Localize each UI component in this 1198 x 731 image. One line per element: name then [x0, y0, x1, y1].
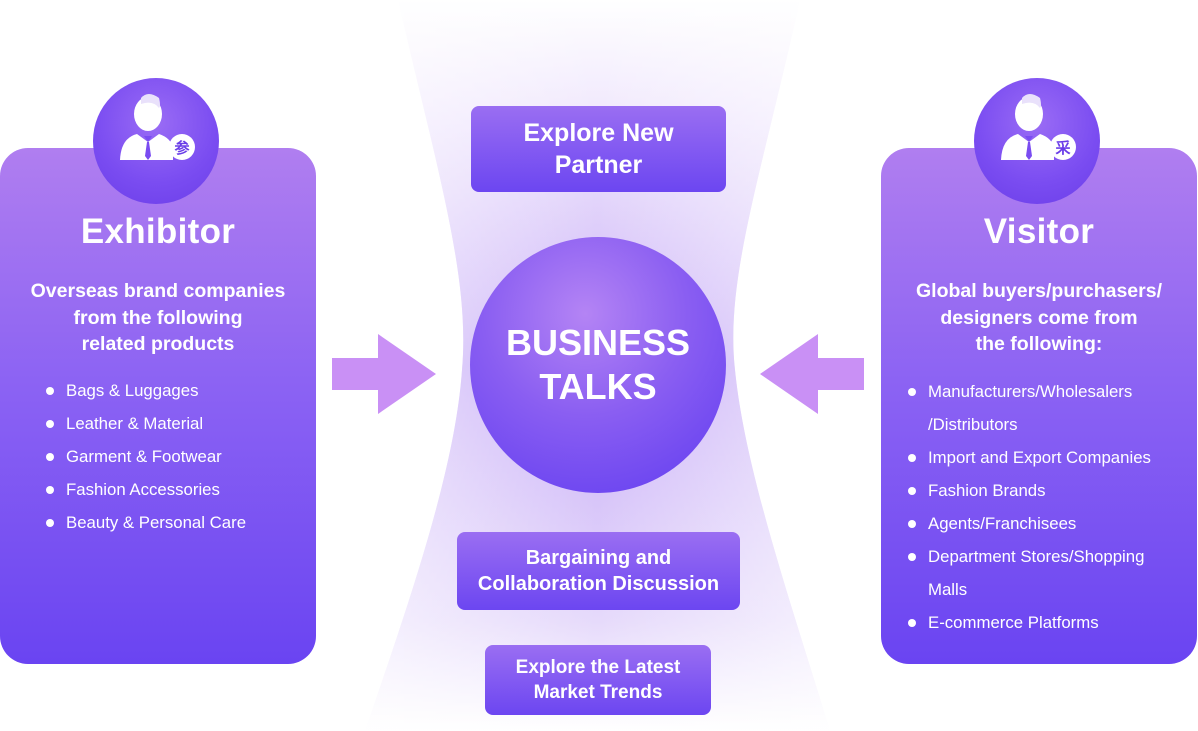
circle-line: TALKS [539, 366, 657, 407]
exhibitor-avatar: 参 [93, 78, 219, 204]
list-item: Garment & Footwear [46, 440, 246, 473]
pill-line: Collaboration Discussion [477, 573, 720, 595]
list-item: Agents/Franchisees [908, 507, 1151, 540]
pill-line: Explore the Latest [515, 657, 681, 678]
list-item: Bags & Luggages [46, 374, 246, 407]
pill-line: Bargaining and [525, 547, 672, 569]
visitor-card: Visitor Global buyers/purchasers/ design… [881, 148, 1197, 664]
list-item: Department Stores/Shopping [908, 540, 1151, 573]
list-item: Fashion Brands [908, 474, 1151, 507]
list-item-continuation: /Distributors [928, 415, 1018, 434]
pill-line: Market Trends [533, 682, 663, 703]
pill-line: Explore New [523, 119, 674, 147]
exhibitor-product-list: Bags & Luggages Leather & Material Garme… [46, 374, 246, 539]
visitor-subtitle-line: the following: [975, 333, 1103, 355]
list-item: Beauty & Personal Care [46, 506, 246, 539]
list-item: Manufacturers/Wholesalers [908, 375, 1151, 408]
exhibitor-subtitle-line: from the following [73, 306, 243, 329]
person-icon [120, 94, 173, 160]
visitor-title: Visitor [983, 212, 1095, 251]
visitor-subtitle-line: Global buyers/purchasers/ [915, 280, 1162, 302]
arrow-right-icon [332, 334, 436, 414]
market-trends-box: Explore the Latest Market Trends [485, 645, 711, 715]
person-icon [1001, 94, 1054, 160]
list-item: Fashion Accessories [46, 473, 246, 506]
exhibitor-subtitle-line: Overseas brand companies [30, 280, 286, 302]
list-item: Import and Export Companies [908, 441, 1151, 474]
list-item: Leather & Material [46, 407, 246, 440]
pill-line: Partner [554, 151, 643, 179]
exhibitor-badge: 参 [169, 134, 195, 160]
visitor-badge: 采 [1050, 134, 1076, 160]
business-talks-circle: BUSINESS TALKS [470, 237, 726, 493]
visitor-avatar: 采 [974, 78, 1100, 204]
exhibitor-card: Exhibitor Overseas brand companies from … [0, 148, 316, 664]
arrow-left-icon [760, 334, 864, 414]
visitor-subtitle: Global buyers/purchasers/ designers come… [881, 278, 1197, 358]
visitor-subtitle-line: designers come from [940, 306, 1138, 329]
bargaining-discussion-box: Bargaining and Collaboration Discussion [457, 532, 740, 610]
list-item-continuation: Malls [928, 580, 968, 599]
exhibitor-subtitle-line: related products [81, 333, 235, 355]
circle-line: BUSINESS [505, 322, 691, 363]
list-item: E-commerce Platforms [908, 606, 1151, 639]
explore-new-partner-box: Explore New Partner [471, 106, 726, 192]
exhibitor-title: Exhibitor [80, 212, 236, 251]
exhibitor-subtitle: Overseas brand companies from the follow… [0, 278, 316, 358]
visitor-source-list: Manufacturers/Wholesalers /Distributors … [908, 375, 1151, 639]
